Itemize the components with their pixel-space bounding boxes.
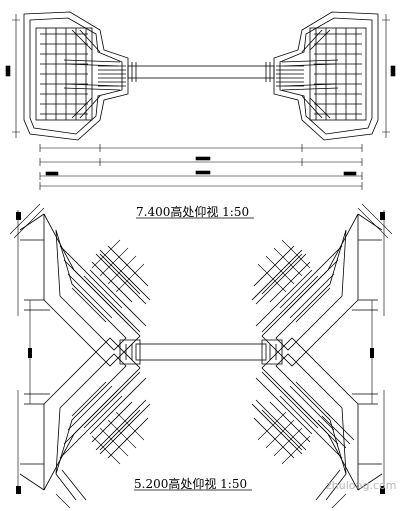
left-wing-plan	[23, 11, 129, 141]
arm-lower-right	[251, 337, 383, 501]
lower-view-caption: 5.200高处仰视 1:50	[134, 477, 248, 491]
bottom-plan-view	[9, 203, 393, 509]
top-dimension-lines	[5, 14, 396, 190]
arm-upper-left	[19, 213, 151, 367]
arm-lower-left	[19, 337, 151, 501]
bridge-lower	[119, 339, 283, 365]
arm-upper-right	[251, 213, 383, 367]
dimension-markers	[16, 212, 385, 494]
watermark-text: zhulong.com	[326, 479, 397, 492]
diagonal-dimensions	[9, 203, 393, 509]
bridge-plan	[127, 62, 275, 82]
top-plan-view	[5, 11, 396, 190]
right-wing-plan	[273, 11, 379, 141]
upper-view-caption: 7.400高处仰视 1:50	[136, 205, 250, 219]
